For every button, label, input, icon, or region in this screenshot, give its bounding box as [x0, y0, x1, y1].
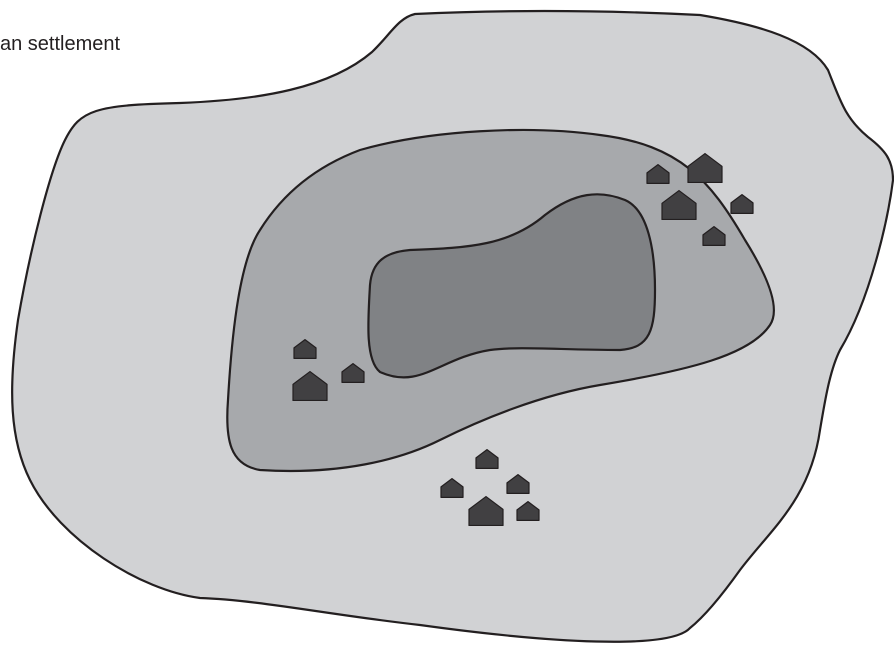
- house-icon: [646, 164, 670, 184]
- house-group-south: [440, 449, 540, 527]
- house-icon: [730, 194, 754, 214]
- diagram-caption: an settlement: [0, 33, 121, 55]
- house-icon: [468, 495, 504, 527]
- house-icon: [506, 474, 530, 494]
- house-group-west: [292, 339, 365, 402]
- house-icon: [687, 152, 723, 184]
- houses: [292, 152, 754, 527]
- house-icon: [516, 501, 540, 521]
- house-icon: [702, 226, 726, 246]
- house-icon: [293, 339, 317, 359]
- house-icon: [661, 189, 697, 221]
- house-group-north-east: [646, 152, 754, 246]
- inner-zone: [367, 193, 657, 379]
- house-icon: [475, 449, 499, 469]
- house-icon: [292, 370, 328, 402]
- house-icon: [440, 478, 464, 498]
- house-icon: [341, 363, 365, 383]
